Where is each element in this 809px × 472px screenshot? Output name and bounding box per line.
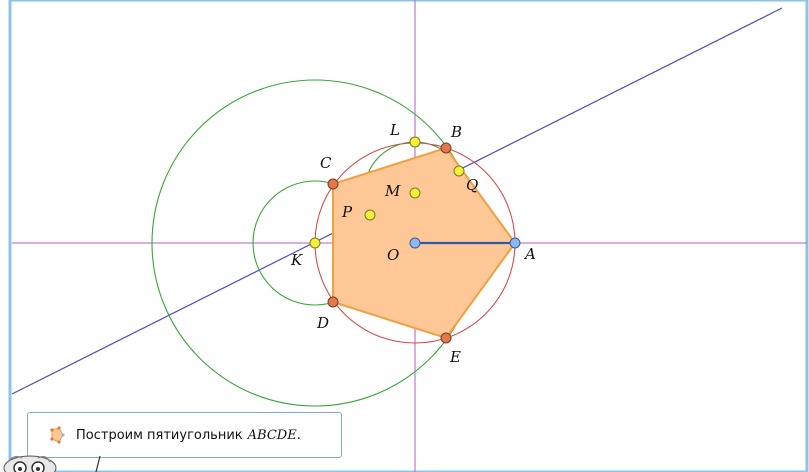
point-M[interactable] xyxy=(409,187,421,199)
point-P[interactable] xyxy=(364,209,376,221)
point-A[interactable] xyxy=(509,237,521,249)
point-E[interactable] xyxy=(440,332,452,344)
label-B: B xyxy=(450,123,462,141)
label-L: L xyxy=(389,121,400,139)
point-Q[interactable] xyxy=(453,165,465,177)
label-A: A xyxy=(523,245,536,263)
label-C: C xyxy=(320,154,332,172)
step-caption: Построим пятиугольник ABCDE . xyxy=(27,412,342,458)
label-D: D xyxy=(316,314,329,332)
label-O: O xyxy=(387,246,399,264)
point-L[interactable] xyxy=(409,136,421,148)
label-M: M xyxy=(384,182,401,200)
caption-period: . xyxy=(296,427,301,443)
labels-group: A B C D E O K L M P Q xyxy=(290,121,536,366)
label-E: E xyxy=(449,348,461,366)
point-K[interactable] xyxy=(309,237,321,249)
caption-math: ABCDE xyxy=(247,427,297,443)
label-K: K xyxy=(290,251,303,269)
point-D[interactable] xyxy=(327,296,339,308)
point-O[interactable] xyxy=(409,237,421,249)
canvas-frame xyxy=(8,0,809,472)
point-C[interactable] xyxy=(327,178,339,190)
points-group xyxy=(309,136,521,344)
caption-text: Построим пятиугольник xyxy=(76,427,243,443)
pentagon-points-icon xyxy=(50,426,65,444)
label-P: P xyxy=(341,203,353,221)
point-B[interactable] xyxy=(440,142,452,154)
professor-mascot-icon xyxy=(3,455,101,472)
label-Q: Q xyxy=(466,176,478,194)
